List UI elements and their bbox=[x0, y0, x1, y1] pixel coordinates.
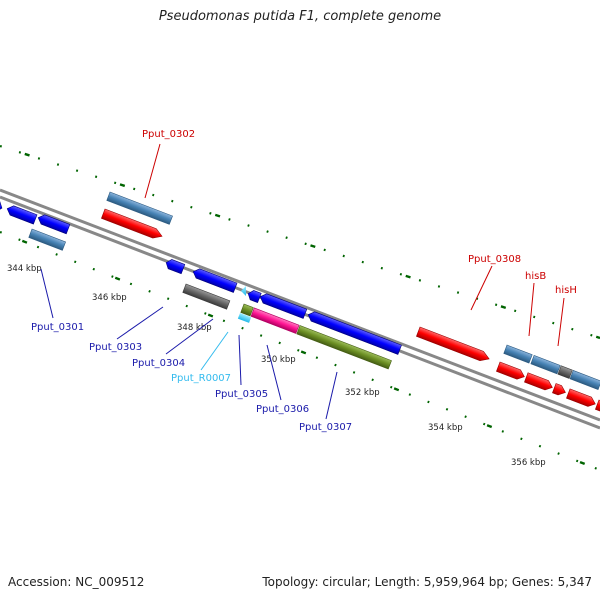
map-title: Pseudomonas putida F1, complete genome bbox=[158, 9, 442, 24]
leader-line-pput-0301 bbox=[40, 268, 54, 319]
gene-label-pput-0305[interactable]: Pput_0305 bbox=[215, 389, 268, 400]
leader-line-hish bbox=[557, 297, 565, 347]
gene-label-pput-0303[interactable]: Pput_0303 bbox=[89, 342, 142, 353]
gene-label-pput-0308[interactable]: Pput_0308 bbox=[468, 254, 521, 265]
gene-label-pput-0301[interactable]: Pput_0301 bbox=[31, 322, 84, 333]
leader-line-pput-0302 bbox=[144, 143, 161, 199]
cds-arrow-pput-0302[interactable] bbox=[101, 208, 163, 241]
scale-label: 350 kbp bbox=[261, 355, 296, 365]
leader-line-hisb bbox=[528, 282, 535, 337]
scale-label: 356 kbp bbox=[511, 458, 546, 468]
leader-line-pput-0308 bbox=[470, 265, 493, 311]
gene-label-hish[interactable]: hisH bbox=[555, 285, 577, 296]
cds-arrow-red[interactable] bbox=[566, 388, 597, 409]
leader-line-pput-0304 bbox=[165, 318, 214, 355]
rna-arrow-pput-r0007[interactable] bbox=[241, 286, 246, 296]
genome-stats-label: Topology: circular; Length: 5,959,964 bp… bbox=[262, 575, 592, 589]
gene-labels: Pput_0302 Pput_0308 hisB hisH Pput_0301 … bbox=[31, 129, 577, 433]
cog-block-steelblue[interactable] bbox=[503, 344, 533, 364]
cds-arrow-pput-0303[interactable] bbox=[164, 258, 186, 275]
scale-label: 344 kbp bbox=[7, 264, 42, 274]
cds-arrow-pput-0301[interactable] bbox=[36, 213, 71, 235]
rna-block-pput-r0007[interactable] bbox=[237, 313, 252, 323]
cds-arrow-pput-0307[interactable] bbox=[306, 310, 402, 355]
gene-label-pput-0306[interactable]: Pput_0306 bbox=[256, 404, 309, 415]
leader-line-pput-0303 bbox=[116, 306, 164, 340]
leader-line-pput-0306 bbox=[266, 344, 282, 401]
cog-block-steelblue[interactable] bbox=[530, 355, 561, 375]
scale-label: 354 kbp bbox=[428, 423, 463, 433]
cog-block-pput-0304[interactable] bbox=[182, 283, 231, 310]
cog-block-pput-0302[interactable] bbox=[106, 191, 173, 225]
cds-arrow-pput-0300[interactable] bbox=[0, 201, 4, 213]
leader-line-pput-0307 bbox=[325, 371, 338, 420]
leader-line-pput-r0007 bbox=[200, 331, 229, 371]
cds-arrow-red[interactable] bbox=[496, 361, 526, 381]
cog-block-pput-0307[interactable] bbox=[296, 325, 392, 370]
backbone-outer-line bbox=[0, 188, 600, 422]
cog-block-gray[interactable] bbox=[557, 365, 573, 379]
gene-label-hisb[interactable]: hisB bbox=[525, 271, 546, 282]
leader-line-pput-0305 bbox=[238, 334, 242, 386]
gene-features bbox=[0, 191, 600, 414]
cds-arrow-pput-0304[interactable] bbox=[191, 267, 238, 293]
accession-label: Accession: NC_009512 bbox=[8, 575, 145, 589]
scale-label: 348 kbp bbox=[177, 323, 212, 333]
gene-label-pput-r0007[interactable]: Pput_R0007 bbox=[171, 373, 231, 384]
cog-block-pput-0301[interactable] bbox=[28, 228, 66, 251]
inner-ruler: 344 kbp 346 kbp 348 kbp 350 kbp 352 kbp … bbox=[0, 230, 600, 472]
cog-block-steelblue[interactable] bbox=[569, 370, 600, 390]
cog-block-pput-0306[interactable] bbox=[250, 307, 300, 334]
cds-arrow-hisb[interactable] bbox=[524, 372, 554, 392]
cds-arrow-red[interactable] bbox=[594, 399, 600, 414]
gene-label-pput-0304[interactable]: Pput_0304 bbox=[132, 358, 185, 369]
scale-label: 352 kbp bbox=[345, 388, 380, 398]
cog-block-pput-0305[interactable] bbox=[240, 303, 254, 317]
gene-label-pput-0307[interactable]: Pput_0307 bbox=[299, 422, 352, 433]
gene-label-pput-0302[interactable]: Pput_0302 bbox=[142, 129, 195, 140]
scale-label: 346 kbp bbox=[92, 293, 127, 303]
cds-arrow-pput-0308[interactable] bbox=[416, 326, 491, 364]
label-leader-lines bbox=[40, 143, 565, 420]
cds-arrow-pput-0306[interactable] bbox=[258, 292, 308, 319]
cds-arrow-pput-0305[interactable] bbox=[246, 289, 262, 304]
cds-arrow-hish[interactable] bbox=[552, 383, 567, 398]
cds-arrow-pput-0300b[interactable] bbox=[5, 204, 38, 225]
